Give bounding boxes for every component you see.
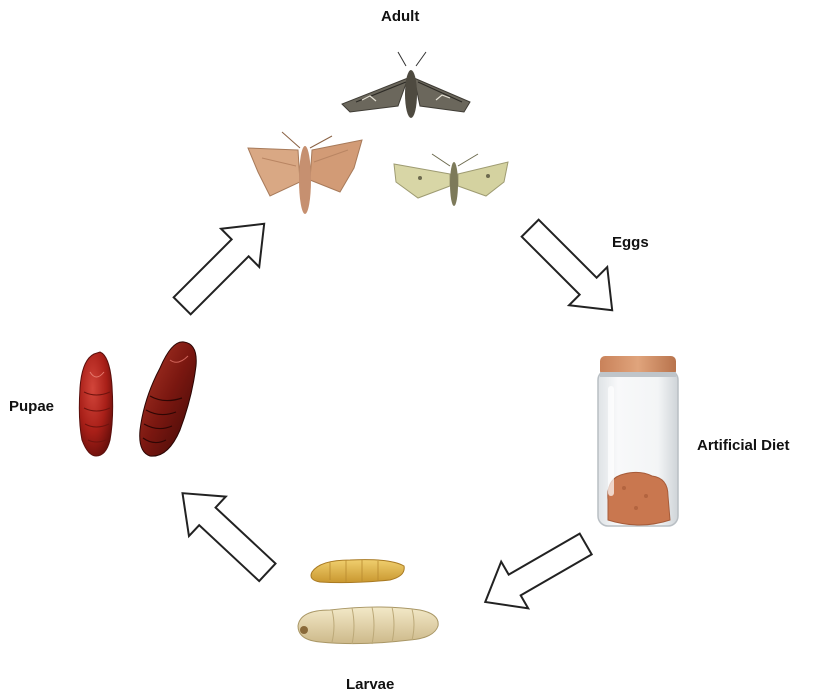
larvae-label: Larvae (346, 676, 394, 693)
pupae-label: Pupae (9, 398, 54, 415)
cream-moth-illustration (394, 154, 508, 206)
arrow-diet-to-larvae (472, 521, 599, 626)
arrow-adult-to-eggs (511, 209, 631, 329)
adult-label: Adult (381, 8, 419, 25)
yellow-larva-illustration (311, 560, 404, 583)
cream-larva-illustration (298, 607, 438, 644)
artificial-diet-jar-illustration (598, 356, 678, 526)
tan-moth-illustration (248, 132, 362, 214)
artificial-diet-label: Artificial Diet (697, 437, 790, 454)
arrow-larvae-to-pupae (164, 473, 286, 592)
arrow-pupae-to-adult (163, 205, 283, 325)
dark-pupa-illustration (140, 342, 197, 456)
grey-moth-illustration (342, 52, 470, 118)
eggs-label: Eggs (612, 234, 649, 251)
red-pupa-illustration (79, 352, 112, 456)
